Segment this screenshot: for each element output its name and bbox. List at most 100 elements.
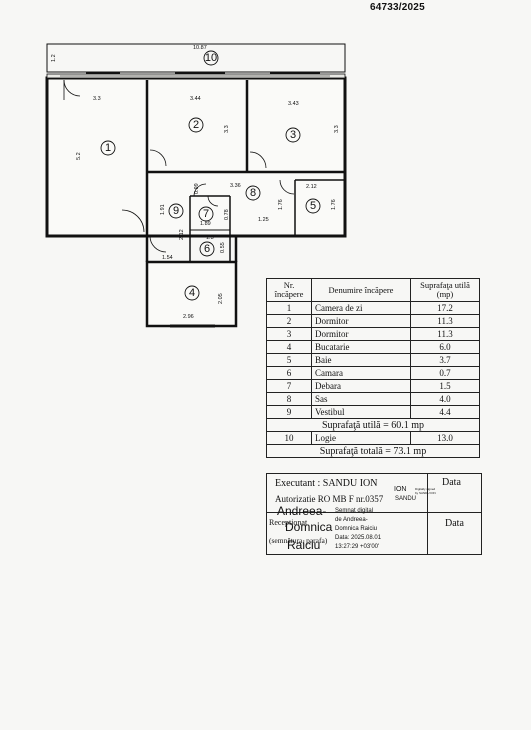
row-area: 4.0 xyxy=(410,392,480,406)
receptionat-text: Receptionat xyxy=(269,518,308,527)
room-number-6: 6 xyxy=(204,243,210,255)
dim-label: 5.2 xyxy=(76,152,82,160)
row-area: 11.3 xyxy=(410,327,480,341)
row-name: Sas xyxy=(311,392,411,406)
row-nr: 7 xyxy=(266,379,312,393)
dim-label: 2.05 xyxy=(218,293,224,304)
row-nr: 10 xyxy=(266,431,312,445)
dim-label: 0.99 xyxy=(194,183,200,194)
dim-label: 1.91 xyxy=(160,204,166,215)
stamp-date: Data: 2025.08.01 xyxy=(335,535,382,541)
dim-label: 3.3 xyxy=(93,96,101,102)
dim-label: 2.12 xyxy=(306,184,317,190)
row-nr: 2 xyxy=(266,314,312,328)
signature-box: Executant : SANDU ION Autorizatie RO MB … xyxy=(266,473,482,555)
table-header-row: Nr. încăpere Denumire încăpere Suprafaţa… xyxy=(266,278,480,302)
room-number-3: 3 xyxy=(290,129,296,141)
header-nr: Nr. încăpere xyxy=(266,278,312,302)
dim-label: 1.2 xyxy=(51,54,57,62)
stamp-dom: Domnica Raiciu xyxy=(335,526,378,532)
room-number-1: 1 xyxy=(105,142,111,154)
row-name: Camara xyxy=(311,366,411,380)
dim-label: 3.36 xyxy=(230,183,241,189)
row-nr: 4 xyxy=(266,340,312,354)
row-name: Bucatarie xyxy=(311,340,411,354)
row-name: Vestibul xyxy=(311,405,411,419)
row-area: 1.5 xyxy=(410,379,480,393)
stamp-sandu-small: Digitally signed by SANDU ION xyxy=(415,487,436,495)
stamp-name-2: Domnica xyxy=(285,520,333,534)
room-number-4: 4 xyxy=(189,287,195,299)
header-name: Denumire încăpere xyxy=(311,278,411,302)
row-nr: 1 xyxy=(266,301,312,315)
date-label: Data xyxy=(442,477,461,488)
dim-label: 3.3 xyxy=(224,125,230,133)
dim-label: 0.78 xyxy=(224,209,230,220)
dim-label: 0.55 xyxy=(220,242,226,253)
row-name: Camera de zi xyxy=(311,301,411,315)
stamp-de: de Andreea- xyxy=(335,517,368,523)
grand-total: Suprafaţă totală = 73.1 mp xyxy=(266,444,480,458)
row-area: 4.4 xyxy=(410,405,480,419)
room-number-9: 9 xyxy=(173,205,179,217)
stamp-sandu-surname: SANDU xyxy=(395,496,417,502)
room-number-8: 8 xyxy=(250,187,256,199)
date-label-2: Data xyxy=(445,518,464,529)
dim-label: 1.76 xyxy=(278,199,284,210)
dim-label: 2.12 xyxy=(179,229,185,240)
row-area: 11.3 xyxy=(410,314,480,328)
stamp-digital: Semnat digital xyxy=(335,508,374,514)
useful-total-row: Suprafaţă utilă = 60.1 mp xyxy=(266,418,480,432)
room-number-2: 2 xyxy=(193,119,199,131)
dim-label: 1.89 xyxy=(200,221,211,227)
row-name: Debara xyxy=(311,379,411,393)
row-name: Dormitor xyxy=(311,327,411,341)
dim-label: 10.87 xyxy=(193,45,207,51)
authorization-text: Autorizatie RO MB F nr.0357 xyxy=(275,494,384,504)
row-area: 6.0 xyxy=(410,340,480,354)
stamp-time: 13:27:29 +03'00' xyxy=(335,544,380,550)
row-nr: 8 xyxy=(266,392,312,406)
stamp-name-3: Raiciu xyxy=(287,538,321,552)
room-number-10: 10 xyxy=(205,52,217,64)
header-area: Suprafaţa utilă (mp) xyxy=(410,278,480,302)
kitchen-wall xyxy=(145,260,238,328)
dim-label: 1.25 xyxy=(258,217,269,223)
executant-text: Executant : SANDU ION xyxy=(275,478,378,489)
row-area: 3.7 xyxy=(410,353,480,367)
floor-plan: 10 1 2 3 4 5 6 7 8 9 1.2 10.87 3.3 5.2 3… xyxy=(45,43,347,328)
grand-total-row: Suprafaţă totală = 73.1 mp xyxy=(266,444,480,458)
row-nr: 6 xyxy=(266,366,312,380)
table-row: 10 Logie 13.0 xyxy=(266,431,480,445)
dim-label: 1.3 xyxy=(206,235,214,241)
row-nr: 9 xyxy=(266,405,312,419)
dim-label: 2.96 xyxy=(183,314,194,320)
dim-label: 3.3 xyxy=(334,125,340,133)
row-area: 17.2 xyxy=(410,301,480,315)
rooms-table: Nr. încăpere Denumire încăpere Suprafaţa… xyxy=(266,278,480,458)
room-number-7: 7 xyxy=(203,208,209,220)
stamp-sandu-name: ION xyxy=(394,486,407,493)
row-name: Baie xyxy=(311,353,411,367)
stamp-name-1: Andreea- xyxy=(277,504,327,518)
room-number-5: 5 xyxy=(310,200,316,212)
sign-label: (semnătura, parafa) xyxy=(269,536,328,545)
dim-label: 3.44 xyxy=(190,96,201,102)
row-nr: 5 xyxy=(266,353,312,367)
useful-total: Suprafaţă utilă = 60.1 mp xyxy=(266,418,480,432)
row-name: Logie xyxy=(311,431,411,445)
row-nr: 3 xyxy=(266,327,312,341)
dim-label: 1.76 xyxy=(331,199,337,210)
row-area: 13.0 xyxy=(410,431,480,445)
document-number: 64733/2025 xyxy=(370,2,425,13)
row-name: Dormitor xyxy=(311,314,411,328)
